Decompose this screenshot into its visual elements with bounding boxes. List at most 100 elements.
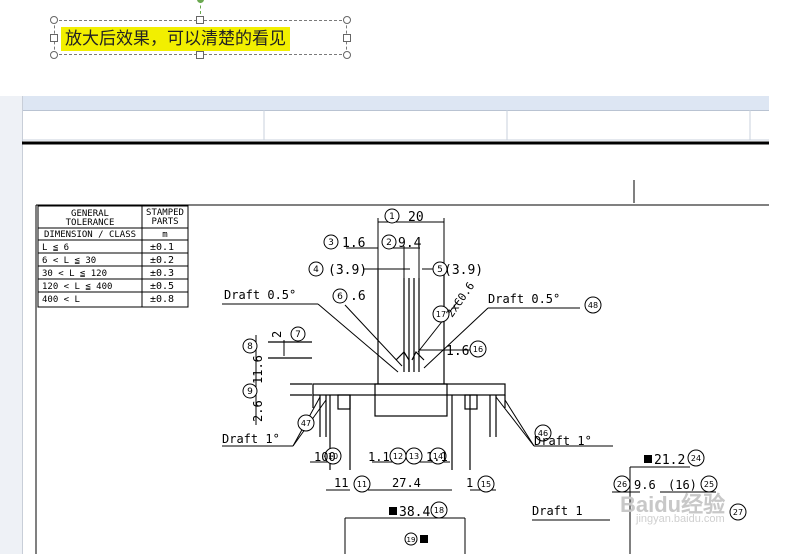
resize-handle-bl[interactable] [50, 51, 58, 59]
callout-4 [308, 261, 324, 277]
tolerance-value: ±0.5 [150, 281, 174, 292]
right-margin [769, 96, 804, 554]
tolerance-table [37, 205, 189, 308]
callout-number: 27 [733, 508, 743, 517]
callout-number: 7 [295, 330, 301, 340]
tolerance-value: ±0.3 [150, 268, 174, 279]
dim-9-6: 9.6 [634, 478, 656, 492]
callout-number: 6 [337, 292, 343, 302]
tolerance-rows: L ≦ 6±0.16 < L ≦ 30±0.230 < L ≦ 120±0.31… [42, 242, 174, 305]
callout-number: 17 [436, 310, 446, 319]
callout-15 [477, 475, 495, 493]
dim-3-9-left: (3.9) [328, 263, 367, 278]
dim-1-1-left: 1.1 [368, 450, 390, 464]
callout-number: 10 [328, 452, 338, 461]
dim-11: 11 [334, 476, 348, 490]
callout-number: 1 [389, 212, 395, 222]
sheet-grid [22, 110, 769, 141]
resize-handle-mr[interactable] [343, 34, 351, 42]
tolerance-subheader: DIMENSION / CLASS [44, 230, 136, 240]
callout-7 [290, 326, 306, 342]
callout-number: 18 [434, 506, 444, 515]
callout-46 [534, 424, 552, 442]
draft-label-right-top: Draft 0.5° [488, 292, 560, 306]
resize-handle-tl[interactable] [50, 16, 58, 24]
resize-handle-tr[interactable] [343, 16, 351, 24]
tolerance-range: 6 < L ≦ 30 [42, 256, 96, 266]
callout-number: 11 [357, 480, 367, 489]
tolerance-range: L ≦ 6 [42, 243, 69, 253]
callout-number: 5 [437, 265, 443, 275]
callout-number: 47 [301, 419, 311, 428]
tolerance-title-line2: TOLERANCE [66, 218, 115, 228]
tolerance-value: ±0.1 [150, 242, 174, 253]
callout-11 [353, 475, 371, 493]
dim-chamfer: 2xC0.6 [444, 280, 477, 320]
dim-27-4: 27.4 [392, 476, 421, 490]
dim-3-9-right: (3.9) [444, 263, 483, 278]
callout-number: 13 [409, 452, 419, 461]
callout-2 [381, 234, 397, 250]
row-header-bar[interactable] [0, 96, 23, 554]
rotation-line [200, 0, 202, 14]
stamped-subheader: m [162, 230, 167, 240]
dim-draft-6: .6 [350, 289, 366, 304]
resize-handle-br[interactable] [343, 51, 351, 59]
dim-1-1-right: 1.1 [426, 450, 448, 464]
annotation-text[interactable]: 放大后效果，可以清楚的看见 [61, 27, 290, 51]
column-header-bar[interactable] [22, 96, 769, 111]
rotation-handle[interactable] [197, 0, 204, 3]
callout-5 [432, 261, 448, 277]
callout-number: 4 [313, 265, 319, 275]
stamped-title-line2: PARTS [151, 217, 178, 227]
callout-17 [432, 305, 450, 323]
dim-1-6: 1.6 [342, 236, 365, 251]
dim-21-2: 21.2 [654, 453, 685, 468]
resize-handle-tm[interactable] [196, 16, 204, 24]
tolerance-title-line1: GENERAL [71, 209, 109, 219]
callout-1 [384, 208, 400, 224]
callout-8 [242, 338, 258, 354]
draft-label-right-bottom: Draft 1° [534, 434, 592, 448]
draft-label-left-bottom: Draft 1° [222, 432, 280, 446]
tolerance-range: 30 < L ≦ 120 [42, 269, 107, 279]
callout-47 [297, 414, 315, 432]
dim-1-6-right: 1.6 [446, 344, 469, 359]
callout-3 [323, 234, 339, 250]
callout-48 [584, 296, 602, 314]
callout-18 [430, 501, 448, 519]
callout-26 [613, 475, 631, 493]
callout-number: 3 [328, 238, 334, 248]
callout-number: 12 [393, 452, 403, 461]
tolerance-value: ±0.8 [150, 294, 174, 305]
annotation-textbox[interactable]: 放大后效果，可以清楚的看见 [54, 20, 347, 55]
tolerance-range: 120 < L ≦ 400 [42, 282, 112, 292]
callout-16 [469, 340, 487, 358]
callout-27 [729, 503, 747, 521]
callout-number: 14 [433, 452, 443, 461]
callout-number: 9 [247, 387, 253, 397]
dim-2: 2 [270, 331, 284, 338]
callout-10 [324, 447, 342, 465]
stamped-title-line1: STAMPED [146, 208, 184, 218]
callout-number: 48 [588, 301, 598, 310]
callout-number: 24 [691, 454, 701, 463]
watermark-brand: Baidu经验 [620, 492, 726, 517]
dim-100: 100 [314, 450, 336, 464]
resize-handle-bm[interactable] [196, 51, 204, 59]
callout-number: 46 [538, 429, 548, 438]
resize-handle-ml[interactable] [50, 34, 58, 42]
svg-text:19: 19 [407, 536, 416, 544]
draft-label-bottom: Draft 1 [532, 504, 583, 518]
tolerance-range: 400 < L [42, 295, 80, 305]
callout-number: 8 [247, 342, 253, 352]
draft-label-left-top: Draft 0.5° [224, 288, 296, 302]
dim-11-6: 11.6 [251, 355, 265, 384]
callout-14 [429, 447, 447, 465]
dim-20: 20 [408, 210, 424, 225]
callout-24 [687, 449, 705, 467]
spreadsheet-area [0, 96, 769, 554]
callout-number: 26 [617, 480, 627, 489]
callout-6 [332, 288, 348, 304]
